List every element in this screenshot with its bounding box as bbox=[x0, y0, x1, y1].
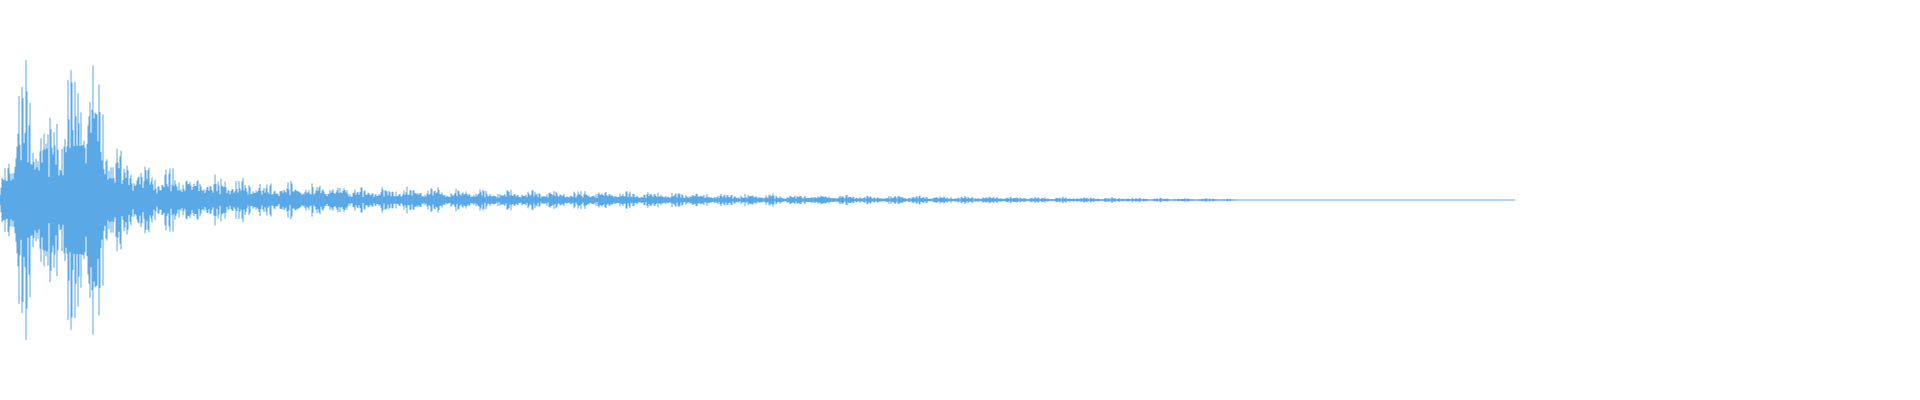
waveform-bars bbox=[0, 60, 1237, 340]
